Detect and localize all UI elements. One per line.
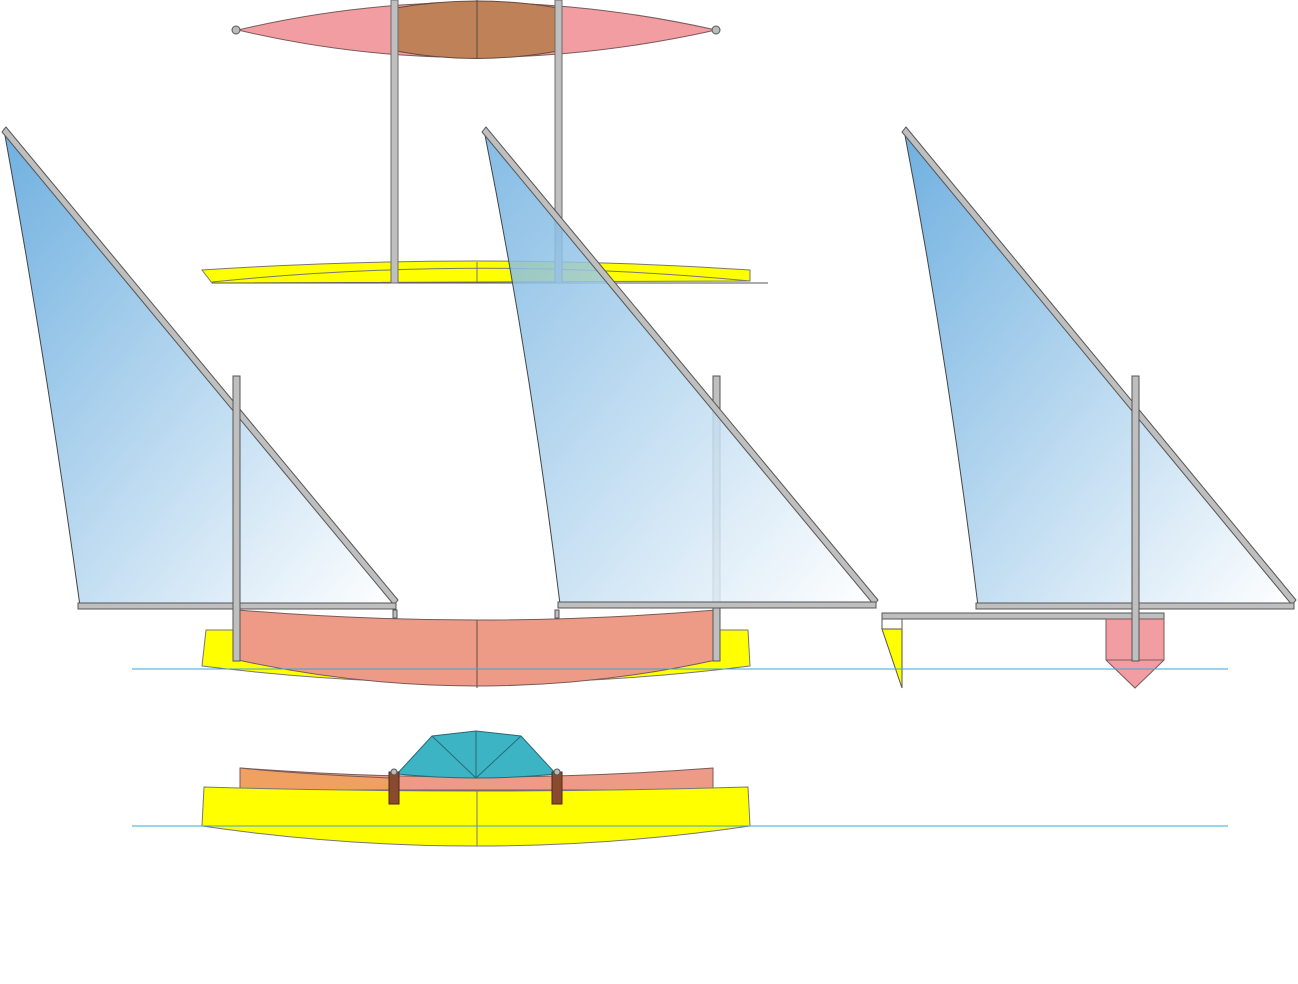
left-post-fore [232, 375, 241, 662]
top-bow-knob [231, 25, 241, 35]
right-cross-arm [881, 612, 1165, 620]
lower-post-cap-aft [553, 768, 561, 776]
right-yard [901, 126, 1297, 606]
middle-boom [557, 601, 877, 609]
top-stern-knob [711, 25, 721, 35]
right-outrigger-post [881, 618, 903, 630]
lower-post-aft [551, 771, 563, 805]
lower-cabin-line-1 [431, 735, 477, 779]
top-outrigger-chine [211, 267, 751, 283]
top-cross-beam-fore [390, 0, 399, 284]
left-tack-fitting-aft [554, 609, 560, 619]
lower-main-float [201, 786, 751, 847]
right-outrigger-section [881, 628, 903, 689]
lower-post-cap-fore [390, 768, 398, 776]
sail-plan-right [881, 126, 1297, 689]
left-yard [1, 126, 399, 606]
hull-top-view [201, 0, 768, 284]
sail-plan-middle [481, 126, 879, 609]
lower-deck-strip-fore [239, 767, 391, 791]
top-outrigger-float [201, 260, 751, 284]
sail-plan-left [1, 126, 751, 688]
lower-cabin-line-2 [475, 735, 522, 779]
middle-yard [481, 126, 879, 606]
hull-elevation-with-cabin [201, 730, 751, 847]
left-tack-fitting-fore [392, 609, 398, 619]
lower-post-fore [388, 771, 400, 805]
right-mast-post [1131, 375, 1140, 662]
